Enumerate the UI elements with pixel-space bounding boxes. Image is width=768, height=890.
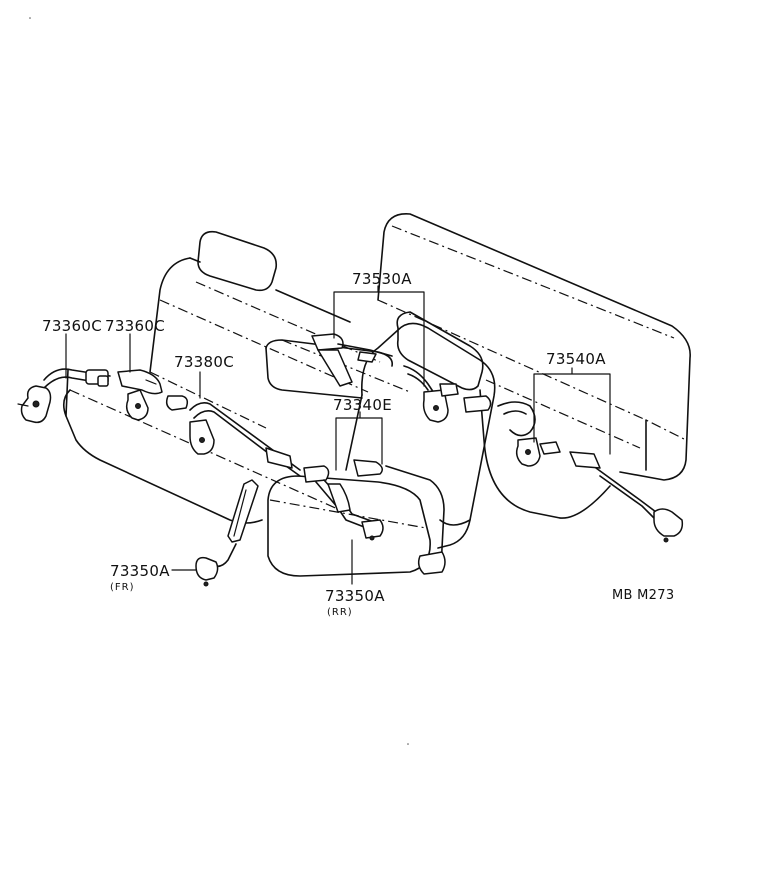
front-right-cushion (267, 475, 431, 577)
scan-speck (407, 743, 409, 745)
reference-code: MB M273 (612, 588, 674, 603)
label-73350a-fr: 73350A (110, 562, 170, 580)
buckle-73340e (303, 459, 446, 575)
buckle-73360c-right (117, 369, 163, 421)
rear-seat-cushion (479, 379, 641, 519)
retractor-73360c-left (17, 368, 111, 424)
label-73340e: 73340E (333, 396, 392, 414)
label-73350a-rr-sub: (RR) (327, 607, 353, 618)
stalk-73350a-fr (195, 479, 259, 587)
label-73360c-left: 73360C (42, 317, 102, 335)
label-73350a-rr: 73350A (325, 587, 385, 605)
front-seat-back-right (345, 311, 496, 549)
label-73360c-right: 73360C (105, 317, 165, 335)
label-73380c: 73380C (174, 353, 234, 371)
scan-speck (29, 17, 31, 19)
label-73350a-fr-sub: (FR) (110, 582, 135, 593)
lap-belt-73380c (165, 395, 301, 477)
leader-lines (65, 285, 611, 585)
label-73540a: 73540A (546, 350, 606, 368)
assembly-73540a (463, 395, 684, 543)
rear-seat-back (377, 213, 691, 481)
label-73530a: 73530A (352, 270, 412, 288)
